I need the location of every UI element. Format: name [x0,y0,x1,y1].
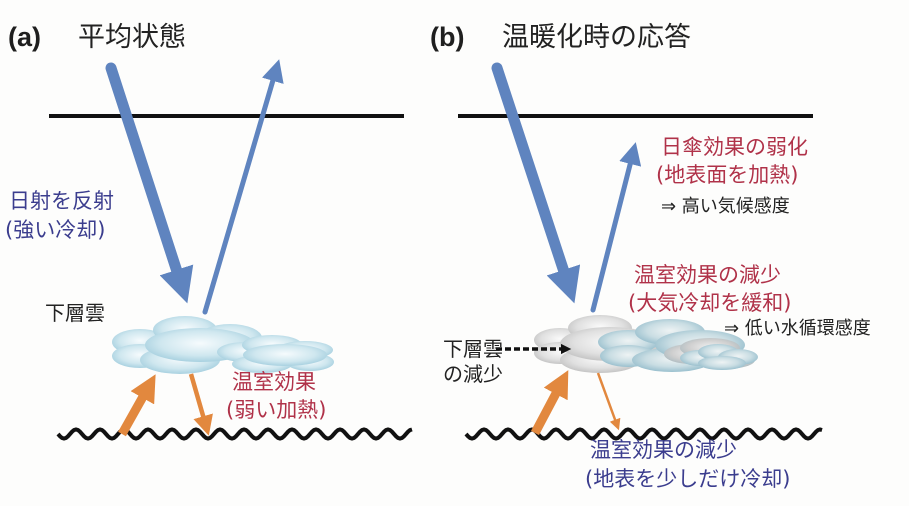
panel-a-letter: (a) [8,22,41,52]
reflected-solar-arrow-b [590,142,642,313]
incoming-solar-arrow-b [491,62,581,304]
panel-b-letter: (b) [430,22,465,52]
panel-b-title: 温暖化時の応答 [502,22,691,53]
greenhouse-sfc-label-line2: (地表を少しだけ冷却) [585,467,791,491]
low-cloud-label-a: 下層雲 [45,301,105,325]
low-cloud-a [112,316,334,374]
surface-lw-up-arrow-b [531,370,569,436]
low-cloud-label-b-line2: の減少 [443,362,503,386]
cloud-lw-down-arrow-b [596,372,621,431]
umbrella-label-line2: (地表面を加熱) [656,163,799,187]
reflect-label-line2: (強い冷却) [5,218,106,242]
low-cloud-label-b-line1: 下層雲 [443,337,503,361]
reflected-solar-arrow-a [202,59,284,315]
surface-lw-up-arrow-a [118,374,156,437]
greenhouse-atm-label-line2: (大気冷却を緩和) [628,291,792,315]
low-cloud-b-reduced [534,315,758,373]
greenhouse-label-a-line1: 温室効果 [232,370,316,394]
surface-wave-b [464,427,823,441]
panel-a-title: 平均状態 [78,22,186,53]
surface-wave-a [56,427,413,441]
greenhouse-atm-label-line1: 温室効果の減少 [634,263,781,287]
reflect-label-line1: 日射を反射 [9,189,114,213]
incoming-solar-arrow-a [105,62,194,304]
cloud-lw-down-arrow-a [188,373,213,436]
umbrella-label-line1: 日傘効果の弱化 [661,135,808,159]
climate-sensitivity-label: ⇒ 高い気候感度 [661,196,790,217]
hydro-sensitivity-label: ⇒ 低い水循環感度 [724,318,871,339]
greenhouse-label-a-line2: (弱い加熱) [226,398,327,422]
greenhouse-sfc-label-line1: 温室効果の減少 [590,438,737,462]
